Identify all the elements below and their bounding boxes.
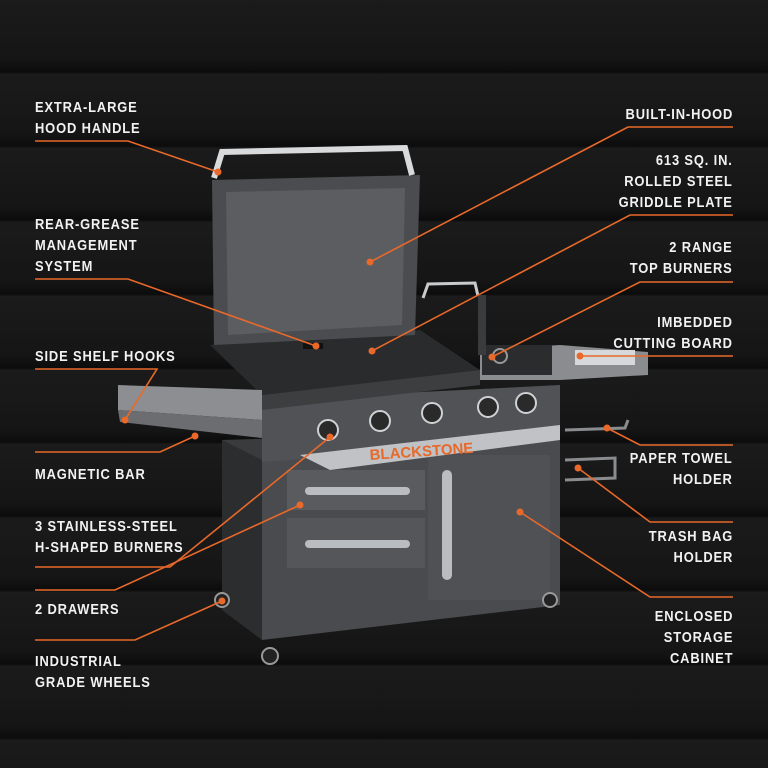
callout-storage: ENCLOSED STORAGE CABINET [654, 608, 733, 667]
callout-dots [121, 168, 611, 605]
callout-drawers: 2 DRAWERS [35, 601, 120, 618]
callout-magnetic-bar: MAGNETIC BAR [35, 466, 146, 483]
paper-towel-holder [564, 419, 630, 432]
callout-paper-towel: PAPER TOWEL HOLDER [630, 450, 733, 488]
callout-rear-grease: REAR-GREASE MANAGEMENT SYSTEM [35, 216, 140, 275]
control-knobs [317, 392, 537, 441]
callout-hood-handle: EXTRA-LARGE HOOD HANDLE [35, 99, 141, 137]
callout-side-shelf-hooks: SIDE SHELF HOOKS [35, 348, 176, 365]
callout-wheels: INDUSTRIAL GRADE WHEELS [35, 653, 151, 691]
hood-handle [211, 144, 415, 179]
cutting-board [575, 350, 635, 365]
callout-griddle-plate: 613 SQ. IN. ROLLED STEEL GRIDDLE PLATE [618, 152, 733, 211]
callout-built-in-hood: BUILT-IN-HOOD [625, 106, 733, 123]
callout-trash-bag: TRASH BAG HOLDER [648, 528, 733, 566]
trash-bag-holder [564, 456, 617, 482]
leader-lines [35, 126, 733, 641]
griddle-plate [210, 330, 480, 395]
callout-cutting-board: IMBEDDED CUTTING BOARD [613, 314, 733, 352]
callout-range-burners: 2 RANGE TOP BURNERS [630, 239, 733, 277]
left-side-shelf [118, 385, 262, 420]
callout-burners: 3 STAINLESS-STEEL H-SHAPED BURNERS [35, 518, 184, 556]
